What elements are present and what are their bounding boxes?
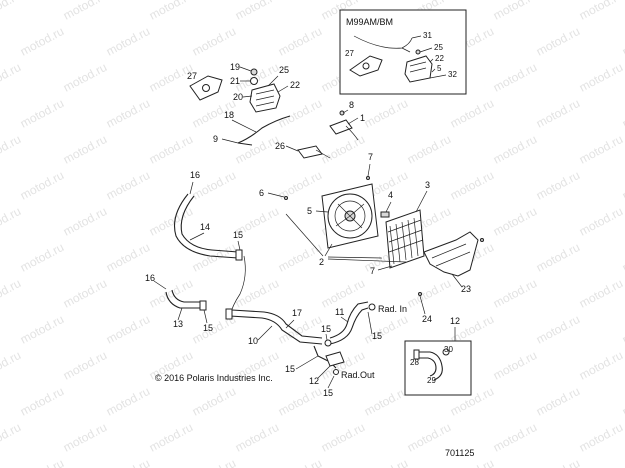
- radiator-outlet-group: 15 12 Rad.Out 15: [285, 345, 375, 398]
- deflector-part-23: 23: [423, 231, 484, 294]
- callout-25: 25: [279, 65, 289, 75]
- rad-in-label: Rad. In: [378, 304, 407, 314]
- inset-m99am-bm: M99AM/BM 27 31 25 22 5 32: [339, 9, 467, 95]
- callout-2-group: 2 7: [285, 213, 407, 276]
- callout-24: 24: [422, 314, 432, 324]
- radiator-part-3: 3: [385, 180, 430, 269]
- sensor-part-1: [329, 119, 353, 135]
- callout-19: 19: [230, 62, 240, 72]
- callout-18: 18: [224, 110, 234, 120]
- callout-32-inset: 32: [448, 70, 457, 79]
- callout-6: 6: [259, 188, 264, 198]
- callout-15-lower: 15: [203, 323, 213, 333]
- callout-11: 11: [335, 307, 344, 317]
- hose-part-14: [173, 193, 239, 259]
- hose-part-inset: [418, 351, 443, 381]
- callout-21: 21: [230, 76, 240, 86]
- copyright-notice: © 2016 Polaris Industries Inc.: [155, 373, 273, 383]
- callout-9: 9: [213, 134, 218, 144]
- callout-16-bottom: 16: [145, 273, 155, 283]
- relay-module-group: 27 19 21 25 22 20: [187, 62, 300, 113]
- callout-15-out-left: 15: [285, 364, 295, 374]
- callout-26: 26: [275, 141, 285, 151]
- callout-22-inset: 22: [435, 54, 444, 63]
- callout-20: 20: [233, 92, 243, 102]
- callout-15-upper: 15: [233, 230, 243, 240]
- callout-12-inset: 12: [450, 316, 460, 326]
- clamp-part-30: [442, 348, 450, 356]
- callout-1: 1: [360, 113, 365, 123]
- harness-group: 18 9: [213, 110, 291, 146]
- callout-12: 12: [309, 376, 319, 386]
- pipe-part-10: [229, 315, 323, 345]
- callout-7-bottom: 7: [370, 266, 375, 276]
- callout-7-top: 7: [368, 152, 373, 162]
- radiator-inlet-pipe: 11 Rad. In 15 15: [321, 301, 407, 347]
- callout-27-inset: 27: [345, 49, 354, 58]
- callout-30-inset: 30: [444, 345, 453, 354]
- callout-10: 10: [248, 336, 258, 346]
- callout-27: 27: [187, 71, 197, 81]
- hose-part-13: [165, 291, 200, 309]
- callout-24-group: 24: [418, 292, 432, 324]
- callout-2: 2: [319, 257, 324, 267]
- callout-13: 13: [173, 319, 183, 329]
- inset-hose-detail: 12 30 28 29: [404, 316, 472, 396]
- upper-hose-group: 16 14 15: [173, 170, 243, 261]
- pipe-part-11: [329, 307, 369, 345]
- callout-25-inset: 25: [434, 43, 443, 52]
- callout-15-rad-in: 15: [372, 331, 382, 341]
- callout-8: 8: [349, 100, 354, 110]
- callout-29-inset: 29: [427, 376, 436, 385]
- diagram-id: 701125: [445, 448, 474, 458]
- callout-22: 22: [290, 80, 300, 90]
- callout-15-out-bottom: 15: [323, 388, 333, 398]
- washer-part-21: [250, 77, 258, 85]
- fan-assembly: 5 6 7 4: [259, 152, 393, 249]
- inset-title: M99AM/BM: [346, 17, 393, 27]
- rad-out-label: Rad.Out: [341, 370, 375, 380]
- sensor-group: 8 1 26: [275, 100, 365, 159]
- lower-hose-group: 16 13 15: [145, 273, 213, 333]
- callout-31-inset: 31: [423, 31, 432, 40]
- coolant-pipe-group: 17 10: [225, 255, 323, 346]
- callout-14: 14: [200, 222, 210, 232]
- connector-part-26: [297, 145, 323, 159]
- fitting-part-12: [325, 351, 345, 367]
- callout-16-top: 16: [190, 170, 200, 180]
- callout-28-inset: 28: [410, 358, 419, 367]
- nut-part-19: [250, 68, 258, 76]
- callout-17: 17: [292, 308, 302, 318]
- harness-part-18: [237, 115, 291, 144]
- callout-3: 3: [425, 180, 430, 190]
- callout-15-mid: 15: [321, 324, 331, 334]
- callout-23: 23: [461, 284, 471, 294]
- callout-5-inset: 5: [437, 64, 442, 73]
- callout-5: 5: [307, 206, 312, 216]
- callout-4: 4: [388, 190, 393, 200]
